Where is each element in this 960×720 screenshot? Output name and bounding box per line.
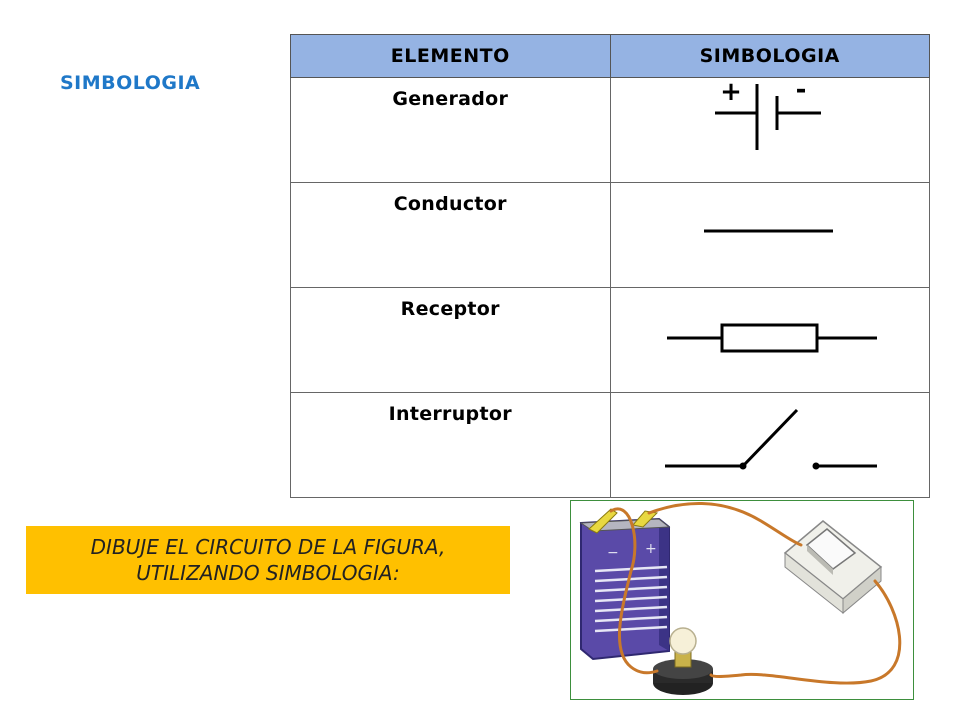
battery-image: − + <box>579 508 671 661</box>
element-name: Generador <box>290 77 611 183</box>
symbol-cell <box>609 287 930 393</box>
switch-image <box>783 520 883 615</box>
minus-sign: - <box>795 78 806 105</box>
symbol-cell: + - <box>609 77 930 183</box>
side-title: SIMBOLOGIA <box>60 72 201 94</box>
switch-symbol-icon <box>664 408 877 470</box>
element-name: Receptor <box>290 287 611 393</box>
plus-sign: + <box>720 78 742 107</box>
table-row: Generador + - <box>290 77 930 183</box>
circuit-drawing: − + <box>579 502 902 695</box>
svg-text:+: + <box>645 541 657 557</box>
table-header-row: ELEMENTO SIMBOLOGIA <box>290 34 930 78</box>
table-row: Conductor <box>290 182 930 288</box>
wires <box>609 502 902 685</box>
symbol-cell <box>609 182 930 288</box>
instruction-text: DIBUJE EL CIRCUITO DE LA FIGURA, UTILIZA… <box>90 535 446 585</box>
table-row: Receptor <box>290 287 930 393</box>
symbol-cell <box>609 392 930 498</box>
instruction-box: DIBUJE EL CIRCUITO DE LA FIGURA, UTILIZA… <box>26 526 510 594</box>
wire-symbol-icon <box>703 229 833 233</box>
header-simbologia: SIMBOLOGIA <box>609 34 930 78</box>
circuit-illustration: − + <box>570 500 914 700</box>
element-name: Conductor <box>290 182 611 288</box>
symbol-table: ELEMENTO SIMBOLOGIA Generador + - Conduc… <box>290 34 930 498</box>
table-row: Interruptor <box>290 392 930 498</box>
battery-symbol-icon: + - <box>714 78 821 150</box>
resistor-symbol-icon <box>666 323 877 353</box>
svg-text:−: − <box>607 545 619 561</box>
header-elemento: ELEMENTO <box>290 34 611 78</box>
lamp-image <box>653 627 713 695</box>
element-name: Interruptor <box>290 392 611 498</box>
